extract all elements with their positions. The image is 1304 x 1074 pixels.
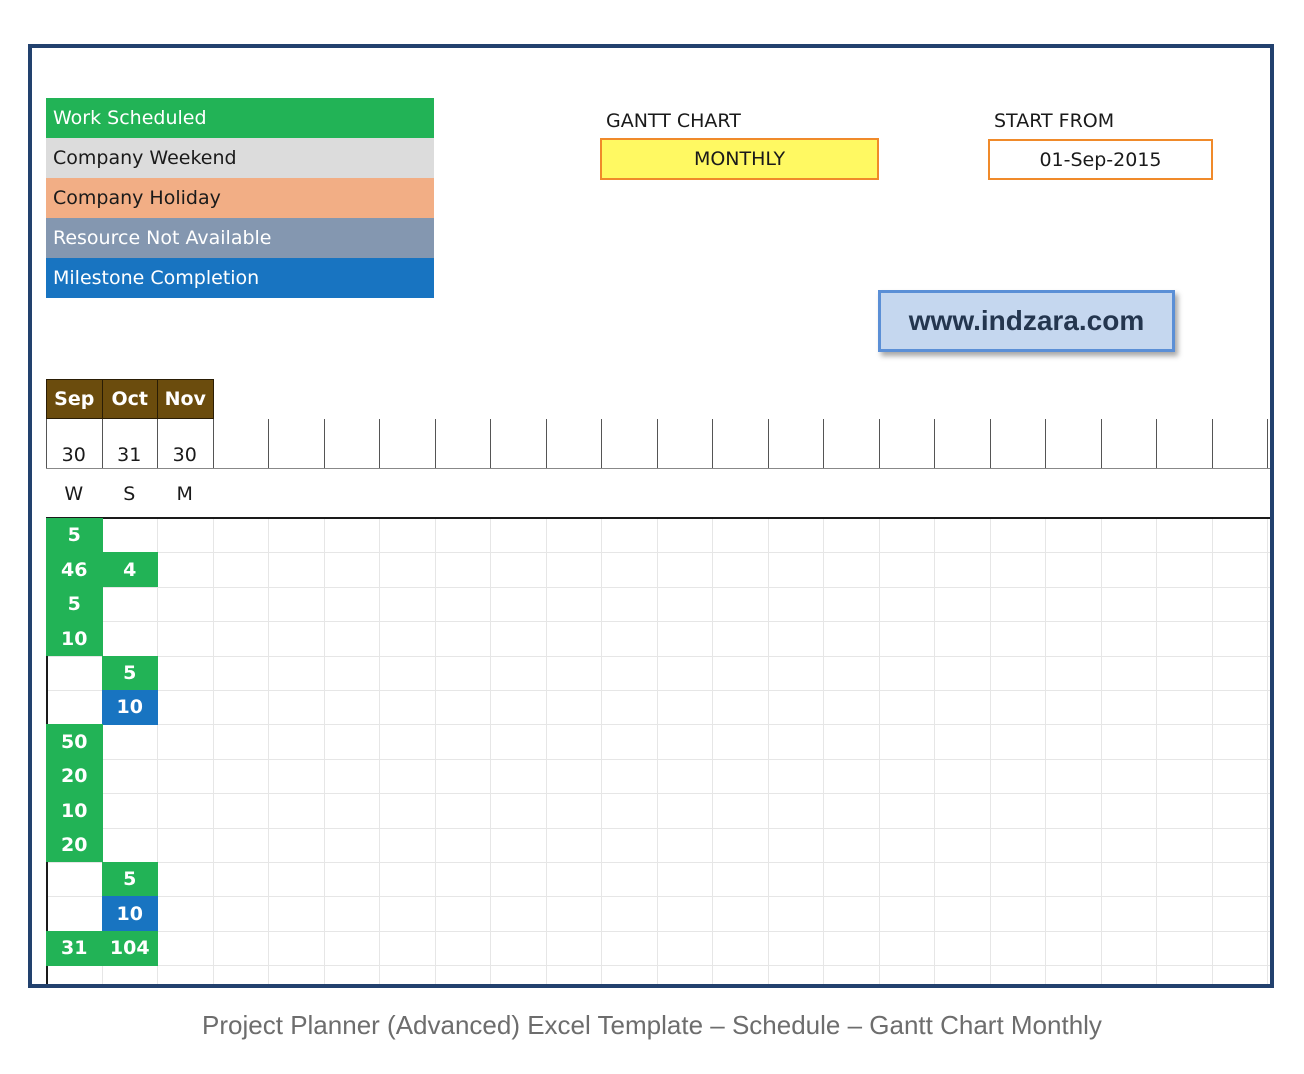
- day-col-separator: [1045, 419, 1046, 469]
- grid-row-line: [46, 862, 1270, 863]
- image-caption: Project Planner (Advanced) Excel Templat…: [202, 1010, 1102, 1040]
- grid-row-line: [46, 965, 1270, 967]
- grid-col-line: [323, 518, 325, 984]
- weekday-row-bottom-border: [46, 517, 1270, 519]
- grid-row-line: [46, 793, 1270, 795]
- legend-work-scheduled: Work Scheduled: [46, 98, 434, 138]
- grid-col-line: [434, 518, 436, 984]
- grid-col-line: [545, 518, 547, 984]
- day-col-separator: [157, 419, 158, 469]
- day-col-separator: [989, 419, 991, 469]
- month-days-count: 30: [172, 444, 197, 466]
- work-scheduled-cell[interactable]: 20: [46, 827, 103, 863]
- day-col-separator: [878, 419, 880, 469]
- grid-col-line: [1045, 518, 1046, 984]
- grid-col-line: [379, 518, 380, 984]
- day-col-separator: [46, 419, 47, 469]
- work-scheduled-cell[interactable]: 50: [46, 724, 103, 760]
- grid-col-line: [656, 518, 658, 984]
- day-col-separator: [1267, 419, 1268, 469]
- grid-col-line: [823, 518, 824, 984]
- month-header-nov: Nov: [157, 379, 214, 419]
- work-scheduled-cell[interactable]: 10: [46, 793, 103, 829]
- grid-col-line: [989, 518, 991, 984]
- work-scheduled-cell[interactable]: 31: [46, 930, 103, 966]
- milestone-cell[interactable]: 10: [101, 896, 158, 932]
- grid-row-line: [46, 896, 1270, 898]
- day-col-separator: [823, 419, 824, 469]
- day-col-separator: [323, 419, 325, 469]
- month-start-weekday: S: [123, 482, 136, 505]
- grid-row-line: [46, 690, 1270, 691]
- gantt-view-dropdown[interactable]: MONTHLY: [600, 138, 879, 180]
- day-col-separator: [1100, 419, 1102, 469]
- start-from-label: START FROM: [994, 110, 1115, 132]
- days-row-bottom-border: [46, 468, 1270, 469]
- legend-company-holiday: Company Holiday: [46, 178, 434, 218]
- day-col-separator: [767, 419, 769, 469]
- day-col-separator: [101, 419, 103, 469]
- day-col-separator: [712, 419, 713, 469]
- grid-row-line: [46, 552, 1270, 554]
- website-watermark: www.indzara.com: [878, 290, 1175, 352]
- work-scheduled-cell[interactable]: 5: [46, 586, 103, 622]
- work-scheduled-cell[interactable]: 4: [101, 552, 158, 588]
- month-header-sep: Sep: [46, 379, 103, 419]
- grid-col-line: [1211, 518, 1213, 984]
- spreadsheet-frame: Work Scheduled Company Weekend Company H…: [28, 44, 1274, 988]
- day-col-separator: [212, 419, 214, 469]
- work-scheduled-cell[interactable]: 104: [101, 930, 158, 966]
- month-header-oct: Oct: [101, 379, 158, 419]
- day-col-separator: [268, 419, 269, 469]
- grid-col-line: [1267, 518, 1268, 984]
- grid-col-line: [934, 518, 935, 984]
- grid-row-line: [46, 655, 1270, 657]
- grid-col-line: [712, 518, 713, 984]
- work-scheduled-cell[interactable]: 5: [101, 862, 158, 897]
- day-col-separator: [545, 419, 547, 469]
- grid-col-line: [1100, 518, 1102, 984]
- work-scheduled-cell[interactable]: 10: [46, 621, 103, 657]
- day-col-separator: [934, 419, 935, 469]
- legend-milestone-completion: Milestone Completion: [46, 258, 434, 298]
- grid-col-line: [878, 518, 880, 984]
- day-col-separator: [1156, 419, 1157, 469]
- grid-row-line: [46, 586, 1270, 588]
- day-col-separator: [490, 419, 491, 469]
- day-col-separator: [601, 419, 602, 469]
- grid-row-line: [46, 930, 1270, 932]
- work-scheduled-cell[interactable]: 20: [46, 758, 103, 794]
- work-scheduled-cell[interactable]: 46: [46, 552, 103, 588]
- month-days-count: 31: [117, 444, 142, 466]
- work-scheduled-cell[interactable]: 5: [101, 655, 158, 691]
- grid-col-line: [490, 518, 491, 984]
- day-col-separator: [379, 419, 380, 469]
- grid-col-line: [268, 518, 269, 984]
- milestone-cell[interactable]: 10: [101, 690, 158, 725]
- grid-col-line: [767, 518, 769, 984]
- work-scheduled-cell[interactable]: 5: [46, 518, 103, 553]
- month-start-weekday: W: [64, 482, 84, 505]
- month-days-count: 30: [61, 444, 86, 466]
- legend-resource-not-available: Resource Not Available: [46, 218, 434, 258]
- start-date-input[interactable]: 01-Sep-2015: [988, 139, 1213, 180]
- grid-col-line: [212, 518, 214, 984]
- grid-row-line: [46, 827, 1270, 829]
- grid-col-line: [601, 518, 602, 984]
- grid-row-line: [46, 724, 1270, 726]
- legend: Work Scheduled Company Weekend Company H…: [46, 98, 434, 298]
- grid-col-line: [157, 518, 158, 984]
- legend-company-weekend: Company Weekend: [46, 138, 434, 178]
- grid-col-line: [1156, 518, 1157, 984]
- day-col-separator: [1211, 419, 1213, 469]
- month-start-weekday: M: [176, 482, 193, 505]
- gantt-chart-label: GANTT CHART: [606, 110, 741, 132]
- day-col-separator: [434, 419, 436, 469]
- grid-row-line: [46, 621, 1270, 623]
- day-col-separator: [656, 419, 658, 469]
- grid-row-line: [46, 758, 1270, 760]
